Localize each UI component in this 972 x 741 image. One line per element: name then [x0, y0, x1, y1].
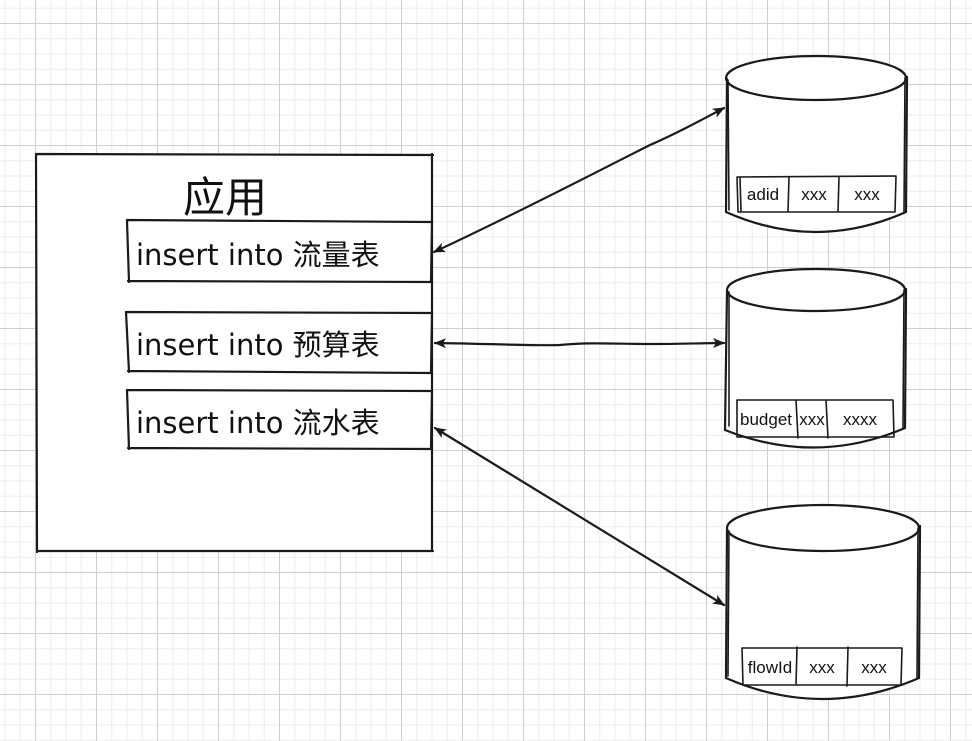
connector-arrow: [433, 338, 726, 349]
statement-label: insert into 流量表: [136, 238, 380, 272]
column-cell: adid: [747, 185, 779, 204]
table-row: budget xxx xxxx: [736, 399, 895, 439]
column-cell: xxx: [799, 410, 825, 429]
column-cell: flowId: [748, 658, 792, 677]
application-title: 应用: [183, 173, 267, 222]
column-cell: xxxx: [843, 410, 878, 429]
column-cell: xxx: [854, 185, 880, 204]
column-cell: xxx: [809, 658, 835, 677]
connector-arrow: [433, 426, 726, 607]
connector-arrow: [432, 106, 726, 254]
database-cylinder-traffic[interactable]: adid xxx xxx: [724, 54, 909, 234]
database-cylinder-budget[interactable]: budget xxx xxxx: [723, 267, 908, 449]
column-cell: xxx: [861, 658, 887, 677]
statement-insert-flow[interactable]: insert into 流水表: [125, 388, 434, 451]
statement-label: insert into 流水表: [136, 406, 380, 440]
table-row: flowId xxx xxx: [741, 646, 903, 687]
statement-insert-budget[interactable]: insert into 预算表: [124, 310, 434, 375]
statement-insert-traffic[interactable]: insert into 流量表: [125, 218, 434, 284]
table-row: adid xxx xxx: [736, 175, 897, 213]
column-cell: budget: [740, 410, 792, 429]
database-cylinder-flow[interactable]: flowId xxx xxx: [724, 503, 922, 701]
column-cell: xxx: [801, 185, 827, 204]
statement-label: insert into 预算表: [136, 328, 380, 362]
